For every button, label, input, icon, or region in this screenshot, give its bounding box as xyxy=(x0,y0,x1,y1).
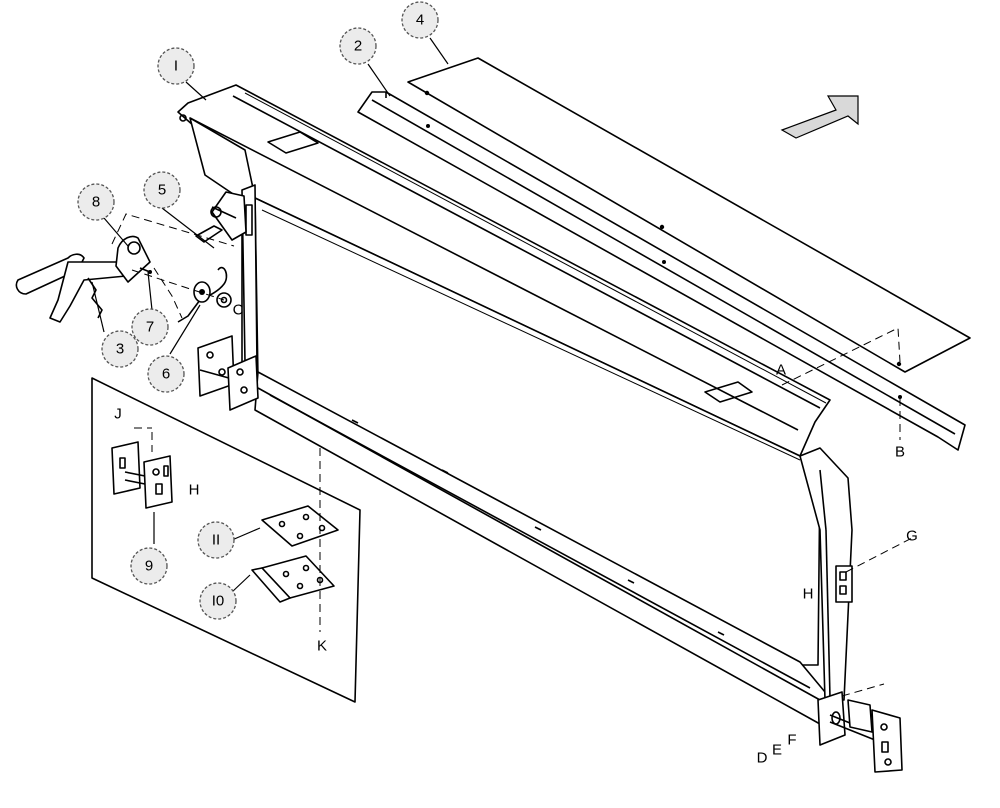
callout-part-1: I xyxy=(157,47,195,85)
svg-text:7: 7 xyxy=(146,319,154,336)
callout-part-6: 6 xyxy=(147,355,185,393)
latch-assembly xyxy=(15,191,247,323)
inset-box xyxy=(91,377,361,703)
alignment-lines xyxy=(111,213,913,697)
ref-D: D xyxy=(757,750,768,767)
ref-A: A xyxy=(776,362,786,379)
svg-text:8: 8 xyxy=(92,194,100,211)
ref-E: E xyxy=(772,742,782,759)
angle-strip xyxy=(357,91,966,451)
ref-H-inset: H xyxy=(189,482,200,499)
ref-G: G xyxy=(906,528,918,545)
reference-letters: A B C D E F G H H J K xyxy=(114,302,918,767)
svg-text:I: I xyxy=(174,58,178,75)
callout-part-2: 2 xyxy=(339,27,377,65)
svg-text:4: 4 xyxy=(416,12,424,29)
ref-K: K xyxy=(317,638,327,655)
ref-B: B xyxy=(895,444,905,461)
callout-part-11: II xyxy=(197,521,235,559)
callout-part-8: 8 xyxy=(77,183,115,221)
callout-part-9: 9 xyxy=(130,547,168,585)
cover-panel xyxy=(407,57,971,373)
main-frame xyxy=(177,84,853,725)
svg-text:5: 5 xyxy=(158,182,166,199)
svg-text:2: 2 xyxy=(354,38,362,55)
right-mount-bracket xyxy=(817,691,903,773)
callout-part-4: 4 xyxy=(401,1,439,39)
svg-text:I0: I0 xyxy=(212,593,225,610)
callout-part-10: I0 xyxy=(199,582,237,620)
svg-text:3: 3 xyxy=(116,341,124,358)
svg-text:6: 6 xyxy=(162,366,170,383)
svg-text:II: II xyxy=(212,532,220,549)
ref-C: C xyxy=(233,302,244,319)
callout-part-7: 7 xyxy=(131,308,169,346)
leader-lines xyxy=(91,37,449,593)
ref-H-right: H xyxy=(803,586,814,603)
svg-text:9: 9 xyxy=(145,558,153,575)
direction-arrow-icon xyxy=(780,95,859,139)
ref-F: F xyxy=(787,732,796,749)
left-mount-bracket xyxy=(197,335,259,411)
callout-part-3: 3 xyxy=(101,330,139,368)
ref-J: J xyxy=(114,406,122,423)
callout-part-5: 5 xyxy=(143,171,181,209)
